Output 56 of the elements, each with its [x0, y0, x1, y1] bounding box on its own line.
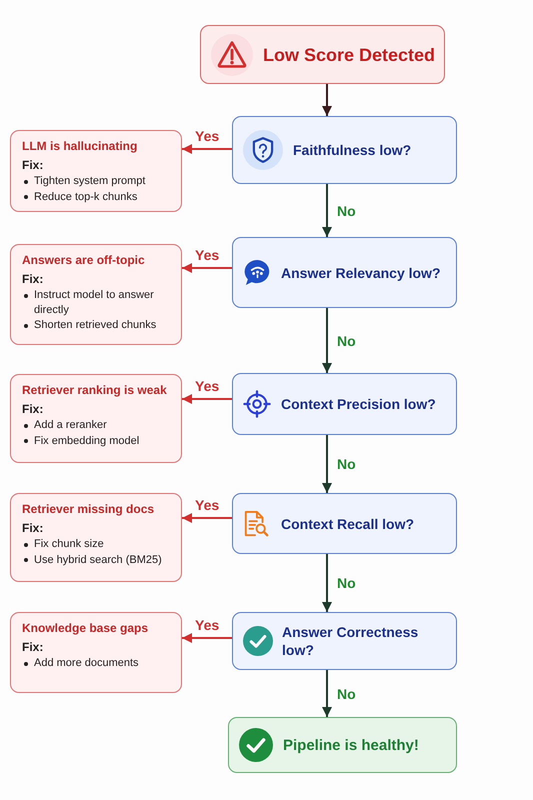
edge-label: Yes: [194, 378, 220, 394]
list-item-text: Reduce top-k chunks: [34, 190, 138, 204]
edge-label: Yes: [194, 497, 220, 513]
list-item-text: Shorten retrieved chunks: [34, 318, 156, 332]
fix-heading: Answers are off-topic: [22, 253, 146, 268]
arrow: [182, 513, 232, 523]
fix-label: Fix:: [22, 158, 44, 173]
result-text: Pipeline is healthy!: [283, 736, 419, 754]
arrow: [322, 554, 332, 612]
fix-label: Fix:: [22, 640, 44, 655]
arrow: [182, 263, 232, 273]
list-item-text: Fix chunk size: [34, 537, 104, 552]
question-box: [232, 116, 457, 184]
arrow: [322, 184, 332, 237]
list-item-text: Fix embedding model: [34, 434, 140, 448]
question-text: Answer Correctness low?: [282, 623, 420, 659]
edge-label: Yes: [194, 617, 220, 633]
fix-box: [10, 244, 182, 345]
arrow: [322, 84, 332, 116]
arrow: [182, 633, 232, 643]
fix-box: [10, 493, 182, 582]
edge-label: No: [336, 456, 357, 472]
question-box: [232, 612, 457, 670]
list-item-text: Use hybrid search (BM25): [34, 552, 162, 567]
arrow: [322, 435, 332, 493]
alert-title: Low Score Detected: [263, 44, 436, 66]
arrow: [182, 394, 232, 404]
fix-label: Fix:: [22, 402, 44, 417]
question-text: Faithfulness low?: [293, 141, 412, 159]
fix-box: [10, 612, 182, 693]
edge-label: Yes: [194, 247, 220, 263]
arrow: [322, 308, 332, 373]
fix-box: [10, 374, 182, 463]
alert-box: [200, 25, 445, 84]
list-item-text: Tighten system prompt: [34, 174, 146, 188]
question-text: Context Recall low?: [281, 514, 414, 532]
list-item-text: Add more documents: [34, 656, 139, 670]
edge-label: Yes: [194, 128, 220, 144]
fix-heading: Knowledge base gaps: [22, 621, 150, 636]
fix-box: [10, 130, 182, 212]
fix-heading: Retriever ranking is weak: [22, 383, 168, 398]
fix-label: Fix:: [22, 272, 44, 287]
list-item-text: Add a reranker: [34, 418, 107, 432]
success-box: [228, 717, 457, 773]
arrow: [322, 670, 332, 717]
fix-label: Fix:: [22, 521, 44, 536]
fix-heading: Retriever missing docs: [22, 502, 156, 517]
arrow: [182, 144, 232, 154]
list-item-text: Instruct model to answer directly: [34, 288, 155, 317]
edge-label: No: [336, 575, 357, 591]
question-box: [232, 493, 457, 554]
question-box: [232, 237, 457, 308]
fix-heading: LLM is hallucinating: [22, 139, 138, 154]
question-text: Context Precision low?: [281, 395, 436, 413]
question-text: Answer Relevancy low?: [281, 264, 441, 282]
question-box: [232, 373, 457, 435]
